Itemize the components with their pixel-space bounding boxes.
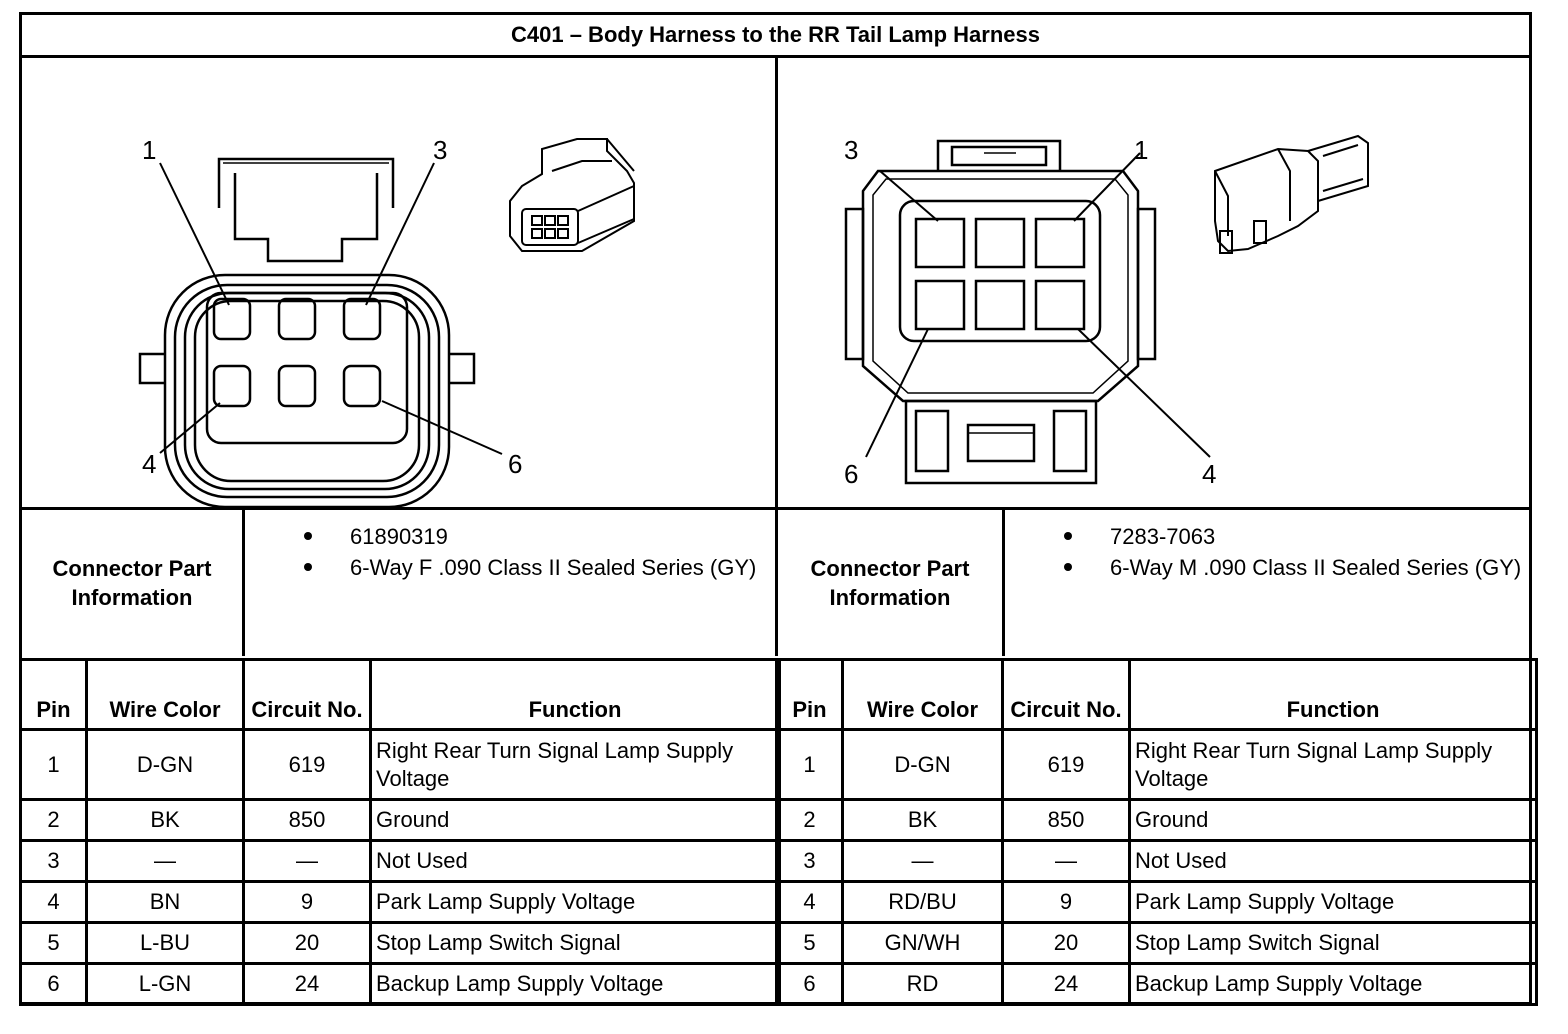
function-cell: Not Used: [369, 839, 781, 883]
function-cell: Backup Lamp Supply Voltage: [1128, 962, 1538, 1006]
part-number-right: 7283-7063: [1005, 521, 1529, 552]
table-row: 3 — — Not Used: [19, 839, 781, 883]
function-cell: Not Used: [1128, 839, 1538, 883]
circuit-cell: 9: [1001, 880, 1131, 924]
wire-color-cell: L-BU: [85, 921, 245, 965]
function-cell: Right Rear Turn Signal Lamp Supply Volta…: [1128, 728, 1538, 801]
part-info-right: 7283-7063 6-Way M .090 Class II Sealed S…: [1005, 510, 1532, 656]
function-cell: Park Lamp Supply Voltage: [369, 880, 781, 924]
pin-table-right: Pin Wire Color Circuit No. Function 1 D-…: [775, 658, 1538, 1006]
callout-pin-4-male: 4: [1202, 459, 1216, 489]
callout-pin-3: 3: [433, 135, 447, 165]
circuit-cell: 20: [242, 921, 372, 965]
col-header-function: Function: [369, 658, 781, 731]
male-connector-diagram: 3 1 6 4: [778, 61, 1532, 510]
function-cell: Ground: [369, 798, 781, 842]
pin-cell: 1: [775, 728, 844, 801]
callout-pin-1-male: 1: [1134, 135, 1148, 165]
table-row: 5 L-BU 20 Stop Lamp Switch Signal: [19, 921, 781, 965]
col-header-pin: Pin: [775, 658, 844, 731]
table-row: 5 GN/WH 20 Stop Lamp Switch Signal: [775, 921, 1538, 965]
circuit-cell: 850: [1001, 798, 1131, 842]
table-row: 1 D-GN 619 Right Rear Turn Signal Lamp S…: [19, 728, 781, 801]
circuit-cell: 20: [1001, 921, 1131, 965]
callout-pin-4: 4: [142, 449, 156, 479]
wire-color-cell: —: [85, 839, 245, 883]
function-cell: Stop Lamp Switch Signal: [1128, 921, 1538, 965]
table-row: 4 RD/BU 9 Park Lamp Supply Voltage: [775, 880, 1538, 924]
connector-sheet: C401 – Body Harness to the RR Tail Lamp …: [19, 12, 1538, 1006]
pin-cell: 4: [775, 880, 844, 924]
part-number-left: 61890319: [245, 521, 764, 552]
female-connector-diagram: 1 3 4 6: [22, 61, 775, 510]
connector-part-label-left: Connector Part Information: [52, 556, 212, 610]
circuit-cell: 850: [242, 798, 372, 842]
table-row: 2 BK 850 Ground: [19, 798, 781, 842]
col-header-wire-color: Wire Color: [85, 658, 245, 731]
function-cell: Ground: [1128, 798, 1538, 842]
wire-color-cell: BK: [85, 798, 245, 842]
part-series-right: 6-Way M .090 Class II Sealed Series (GY): [1005, 552, 1529, 583]
wire-color-cell: BK: [841, 798, 1004, 842]
function-cell: Stop Lamp Switch Signal: [369, 921, 781, 965]
table-row: 2 BK 850 Ground: [775, 798, 1538, 842]
circuit-cell: —: [1001, 839, 1131, 883]
circuit-cell: 24: [242, 962, 372, 1006]
table-row: 6 RD 24 Backup Lamp Supply Voltage: [775, 962, 1538, 1006]
wire-color-cell: RD/BU: [841, 880, 1004, 924]
pin-cell: 2: [19, 798, 88, 842]
page-title: C401 – Body Harness to the RR Tail Lamp …: [22, 15, 1529, 58]
function-cell: Backup Lamp Supply Voltage: [369, 962, 781, 1006]
col-header-circuit: Circuit No.: [1001, 658, 1131, 731]
pin-cell: 3: [19, 839, 88, 883]
wire-color-cell: —: [841, 839, 1004, 883]
table-row: 1 D-GN 619 Right Rear Turn Signal Lamp S…: [775, 728, 1538, 801]
function-cell: Park Lamp Supply Voltage: [1128, 880, 1538, 924]
circuit-cell: 619: [1001, 728, 1131, 801]
pin-cell: 2: [775, 798, 844, 842]
wire-color-cell: GN/WH: [841, 921, 1004, 965]
pin-table-left: Pin Wire Color Circuit No. Function 1 D-…: [19, 658, 781, 1006]
part-info-divider-right: [1002, 510, 1005, 656]
circuit-cell: 619: [242, 728, 372, 801]
wire-color-cell: D-GN: [85, 728, 245, 801]
col-header-function: Function: [1128, 658, 1538, 731]
callout-pin-6: 6: [508, 449, 522, 479]
callout-pin-3-male: 3: [844, 135, 858, 165]
diagram-divider: [22, 507, 1529, 510]
function-cell: Right Rear Turn Signal Lamp Supply Volta…: [369, 728, 781, 801]
col-header-wire-color: Wire Color: [841, 658, 1004, 731]
pin-cell: 3: [775, 839, 844, 883]
pin-cell: 6: [775, 962, 844, 1006]
pin-cell: 4: [19, 880, 88, 924]
col-header-circuit: Circuit No.: [242, 658, 372, 731]
wire-color-cell: BN: [85, 880, 245, 924]
pin-cell: 6: [19, 962, 88, 1006]
pin-cell: 5: [19, 921, 88, 965]
part-info-divider-left: [242, 510, 245, 656]
wire-color-cell: RD: [841, 962, 1004, 1006]
wire-color-cell: L-GN: [85, 962, 245, 1006]
circuit-cell: 24: [1001, 962, 1131, 1006]
center-divider: [775, 58, 778, 656]
callout-pin-6-male: 6: [844, 459, 858, 489]
table-row: 6 L-GN 24 Backup Lamp Supply Voltage: [19, 962, 781, 1006]
circuit-cell: —: [242, 839, 372, 883]
wire-color-cell: D-GN: [841, 728, 1004, 801]
table-row: 3 — — Not Used: [775, 839, 1538, 883]
circuit-cell: 9: [242, 880, 372, 924]
pin-cell: 5: [775, 921, 844, 965]
connector-part-label-right: Connector Part Information: [810, 556, 970, 610]
col-header-pin: Pin: [19, 658, 88, 731]
table-row: 4 BN 9 Park Lamp Supply Voltage: [19, 880, 781, 924]
callout-pin-1: 1: [142, 135, 156, 165]
pin-cell: 1: [19, 728, 88, 801]
part-info-left: 61890319 6-Way F .090 Class II Sealed Se…: [245, 510, 775, 656]
part-series-left: 6-Way F .090 Class II Sealed Series (GY): [245, 552, 764, 583]
